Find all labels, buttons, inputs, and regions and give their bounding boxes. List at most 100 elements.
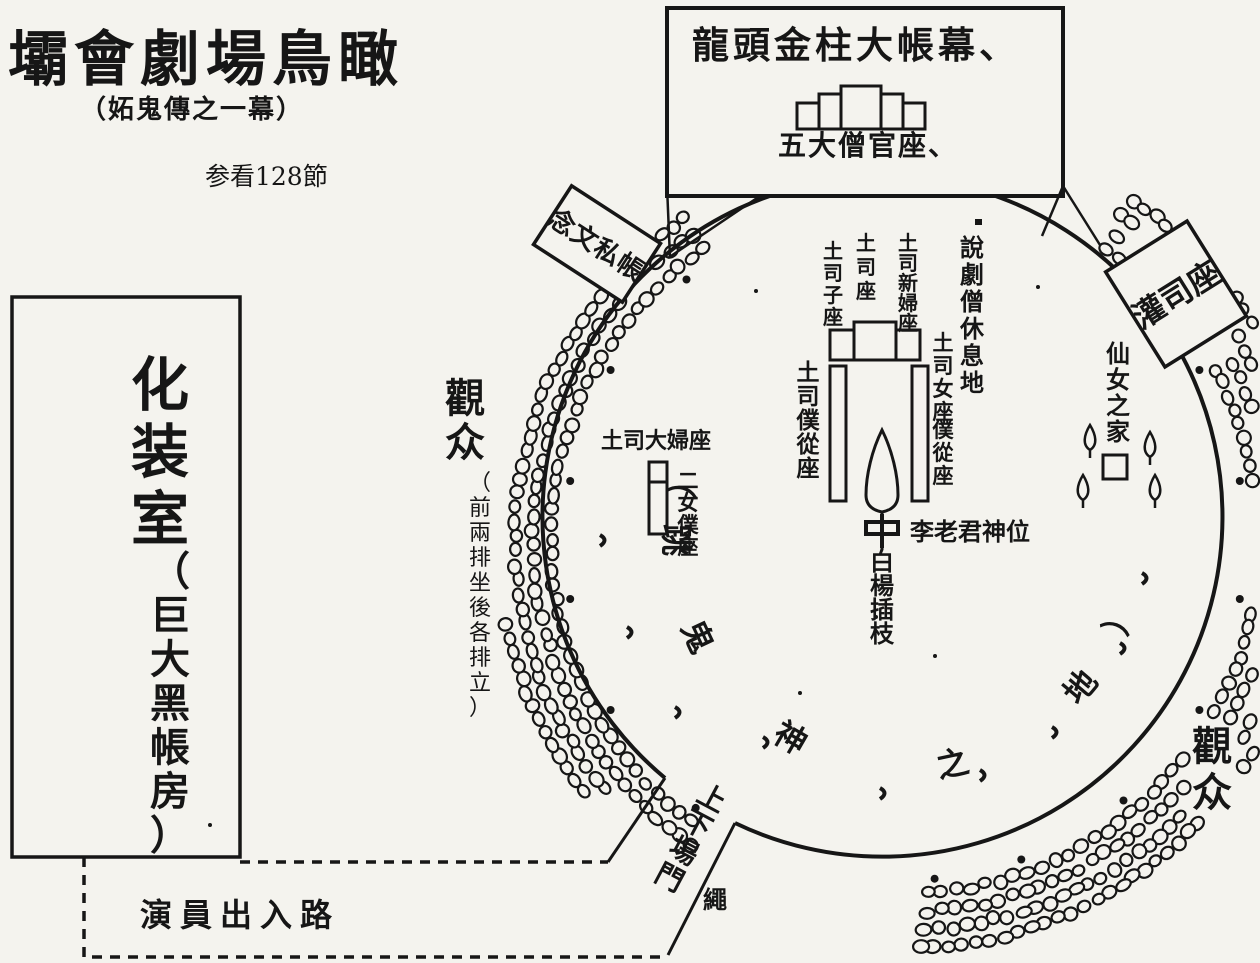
- audience-pebble: [1228, 661, 1244, 677]
- tusi-wife-seat-label: 土司大婦座: [601, 428, 711, 454]
- dance-step-mark: [625, 625, 634, 640]
- audience-pebble: [506, 558, 523, 576]
- dressing-room-note: （巨大黑帳房）: [150, 548, 190, 859]
- audience-pebble: [1235, 758, 1252, 775]
- audience-pebble: [912, 939, 931, 954]
- audience-pebble: [921, 885, 936, 898]
- audience-pebble: [684, 813, 699, 828]
- audience-pebble: [1087, 829, 1103, 845]
- performer-path: [82, 857, 660, 959]
- audience-pebble: [619, 751, 636, 768]
- audience-pebble: [515, 601, 531, 618]
- audience-pebble: [1214, 688, 1229, 705]
- audience-pebble: [538, 724, 553, 740]
- dressing-room-title: 化 装 室: [131, 351, 189, 553]
- reference-note: 参看128節: [205, 162, 328, 191]
- dance-step-mark: [1050, 725, 1059, 740]
- dance-step-mark: [761, 735, 770, 750]
- boundary-marker: [606, 366, 615, 374]
- audience-pebble: [1243, 458, 1257, 473]
- boundary-marker: [566, 477, 575, 485]
- audience-pebble: [509, 484, 525, 500]
- audience-pebble: [555, 350, 569, 367]
- audience-pebble: [958, 916, 976, 932]
- tent-heading: 龍頭金柱大帳幕、: [692, 23, 1020, 67]
- audience-pebble: [521, 630, 536, 646]
- audience-pebble: [527, 508, 541, 526]
- audience-pebble: [572, 388, 589, 406]
- audience-pebble: [1100, 824, 1117, 840]
- dance-step-mark: [1118, 641, 1127, 656]
- audience-left-note: （前兩排坐後各排立）: [469, 471, 491, 721]
- audience-pebble: [1221, 675, 1238, 691]
- audience-pebble: [1220, 389, 1235, 406]
- attendant-bench-left: [828, 364, 848, 503]
- dance-step-marks: [598, 533, 1149, 801]
- audience-pebble: [946, 921, 962, 937]
- fairy-home-trees: [1076, 422, 1162, 508]
- audience-pebble: [1005, 887, 1021, 902]
- audience-pebble: [1018, 883, 1037, 899]
- audience-pebble: [931, 920, 947, 935]
- audience-pebble: [1164, 762, 1179, 778]
- arena-caption-char: 跳: [657, 524, 695, 556]
- audience-pebble: [604, 336, 620, 353]
- audience-pebble: [544, 516, 559, 533]
- wife-seat-block: [647, 460, 669, 484]
- audience-pebble: [508, 499, 522, 514]
- dressing-room-title-ch-2: 室: [131, 485, 189, 553]
- audience-pebble: [638, 777, 653, 791]
- monk-seat-blocks: [795, 84, 927, 131]
- audience-pebble: [1072, 838, 1090, 854]
- audience-pebble: [621, 313, 637, 329]
- audience-pebble: [962, 882, 981, 896]
- dance-step-mark: [673, 705, 682, 720]
- audience-pebble: [1245, 667, 1259, 683]
- audience-pebble: [527, 493, 541, 509]
- audience-pebble: [695, 240, 711, 256]
- audience-pebble: [1015, 905, 1033, 919]
- attendant-bench-right: [910, 364, 930, 503]
- audience-pebble: [1206, 704, 1221, 720]
- scan-specks: [208, 285, 1040, 827]
- dressing-room-title-ch-0: 化: [131, 351, 189, 419]
- audience-pebble: [1237, 634, 1251, 650]
- arena-caption-char: 之: [933, 742, 972, 786]
- audience-pebble: [1076, 899, 1092, 914]
- audience-pebble: [1071, 864, 1086, 877]
- audience-pebble: [1119, 852, 1134, 868]
- audience-pebble: [941, 940, 956, 954]
- dance-step-mark: [598, 533, 607, 548]
- audience-pebble: [918, 906, 936, 920]
- audience-pebble: [593, 349, 609, 365]
- audience-pebble: [1243, 356, 1259, 372]
- dressing-room-title-ch-1: 装: [131, 418, 189, 486]
- audience-pebble: [503, 631, 517, 647]
- audience-pebble: [1231, 328, 1247, 344]
- audience-pebble: [1143, 809, 1159, 825]
- dance-step-mark: [978, 768, 987, 783]
- audience-pebble: [1108, 229, 1126, 245]
- monk-rest-marker: [975, 219, 982, 225]
- audience-pebble: [509, 528, 524, 543]
- poplar-tree: [864, 426, 900, 514]
- audience-pebble: [511, 658, 526, 674]
- audience-pebble: [534, 609, 551, 627]
- monk-officials-seat: 五大僧官座、: [778, 129, 958, 162]
- audience-pebble: [1176, 779, 1192, 796]
- audience-pebble: [1225, 357, 1240, 373]
- arena-boundary: [540, 174, 1225, 859]
- audience-pebble: [669, 258, 686, 275]
- boundary-marker: [1195, 366, 1204, 374]
- audience-pebble: [540, 627, 553, 643]
- boundary-marker: [566, 595, 575, 603]
- audience-pebble: [1243, 398, 1260, 415]
- audience-pebble: [1159, 845, 1175, 861]
- audience-pebble: [1093, 871, 1108, 886]
- audience-pebble: [1246, 315, 1259, 330]
- audience-pebble: [1085, 852, 1100, 867]
- audience-pebble: [585, 733, 600, 750]
- boundary-marker: [1195, 706, 1204, 714]
